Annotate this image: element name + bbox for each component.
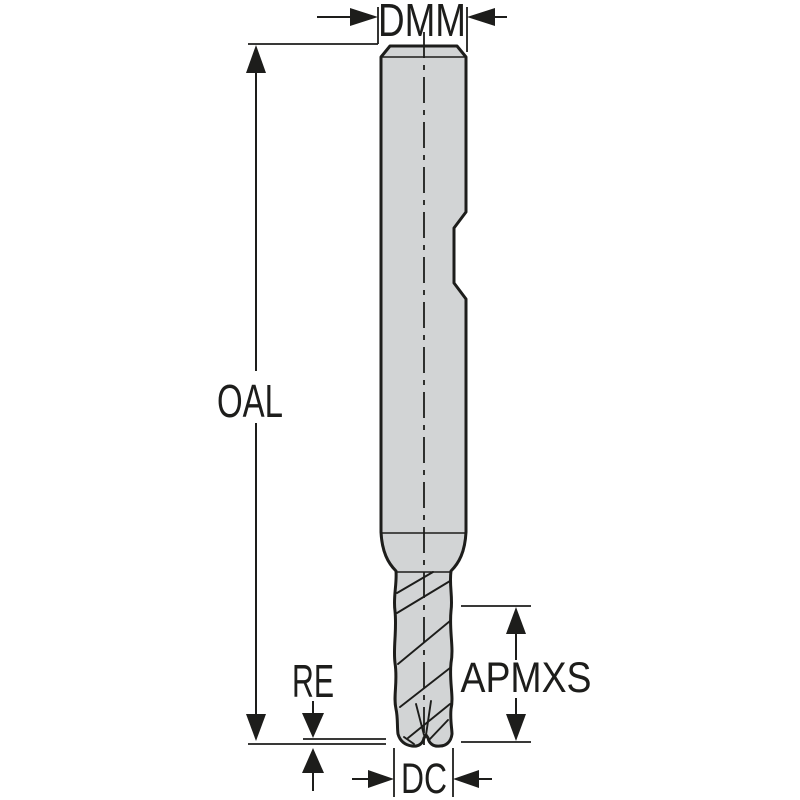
flute-line (399, 667, 451, 708)
re-arrow-down-icon (302, 713, 324, 738)
flute-lines (396, 571, 451, 745)
apmxs-arrow-up-icon (506, 607, 526, 634)
dc-arrow-left-icon (453, 770, 479, 788)
flute-line (425, 700, 432, 736)
dmm-dimension: DMM (248, 0, 507, 52)
dmm-label: DMM (378, 0, 466, 46)
dc-label: DC (401, 755, 447, 800)
apmxs-label: APMXS (461, 654, 592, 702)
flute-line (396, 571, 434, 594)
flute-line (415, 703, 425, 736)
oal-arrow-down-icon (246, 714, 266, 741)
dmm-arrow-left-icon (467, 8, 495, 26)
tip-facet-line (428, 719, 449, 741)
re-arrow-up-icon (302, 748, 324, 773)
dmm-arrow-right-icon (350, 8, 378, 26)
oal-dimension: OAL (217, 45, 283, 741)
oal-arrow-up-icon (246, 45, 266, 73)
oal-label: OAL (217, 375, 283, 427)
tip-facet-line (403, 736, 415, 745)
re-label: RE (292, 655, 334, 707)
re-dimension: RE (248, 655, 386, 791)
dc-arrow-right-icon (368, 770, 394, 788)
apmxs-dimension: APMXS (461, 605, 592, 743)
tool-body (379, 32, 468, 748)
dc-dimension: DC (352, 748, 492, 800)
apmxs-arrow-down-icon (506, 714, 526, 741)
